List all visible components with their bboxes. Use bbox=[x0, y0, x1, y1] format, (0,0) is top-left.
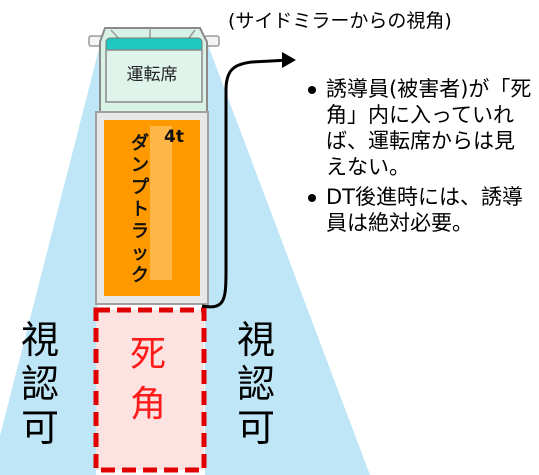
list-item: 誘導員(被害者)が「死角」内に入っていれば、運転席からは見えない。 bbox=[306, 76, 532, 180]
arrow-connector bbox=[201, 58, 291, 309]
truck-body-inner bbox=[150, 126, 172, 280]
visibility-zone-right bbox=[205, 45, 370, 475]
truck-size-label: 4t bbox=[164, 127, 184, 147]
visible-left-label: 視認可 bbox=[20, 318, 59, 450]
visibility-zone-left bbox=[0, 45, 100, 475]
cab-label: 運転席 bbox=[126, 65, 178, 85]
list-item: DT後進時には、誘導員は絶対必要。 bbox=[306, 184, 532, 236]
visible-right-label: 視認可 bbox=[236, 318, 275, 450]
mirror-caption: (サイドミラーからの視角) bbox=[228, 10, 452, 32]
truck-label: ダンプトラック bbox=[131, 133, 149, 286]
explanation-list: 誘導員(被害者)が「死角」内に入っていれば、運転席からは見えない。 DT後進時に… bbox=[306, 76, 532, 240]
arrow-head bbox=[282, 52, 296, 68]
dead-zone bbox=[96, 310, 204, 470]
dead-zone-border bbox=[93, 307, 207, 473]
dead-zone-label: 死角 bbox=[129, 334, 166, 425]
